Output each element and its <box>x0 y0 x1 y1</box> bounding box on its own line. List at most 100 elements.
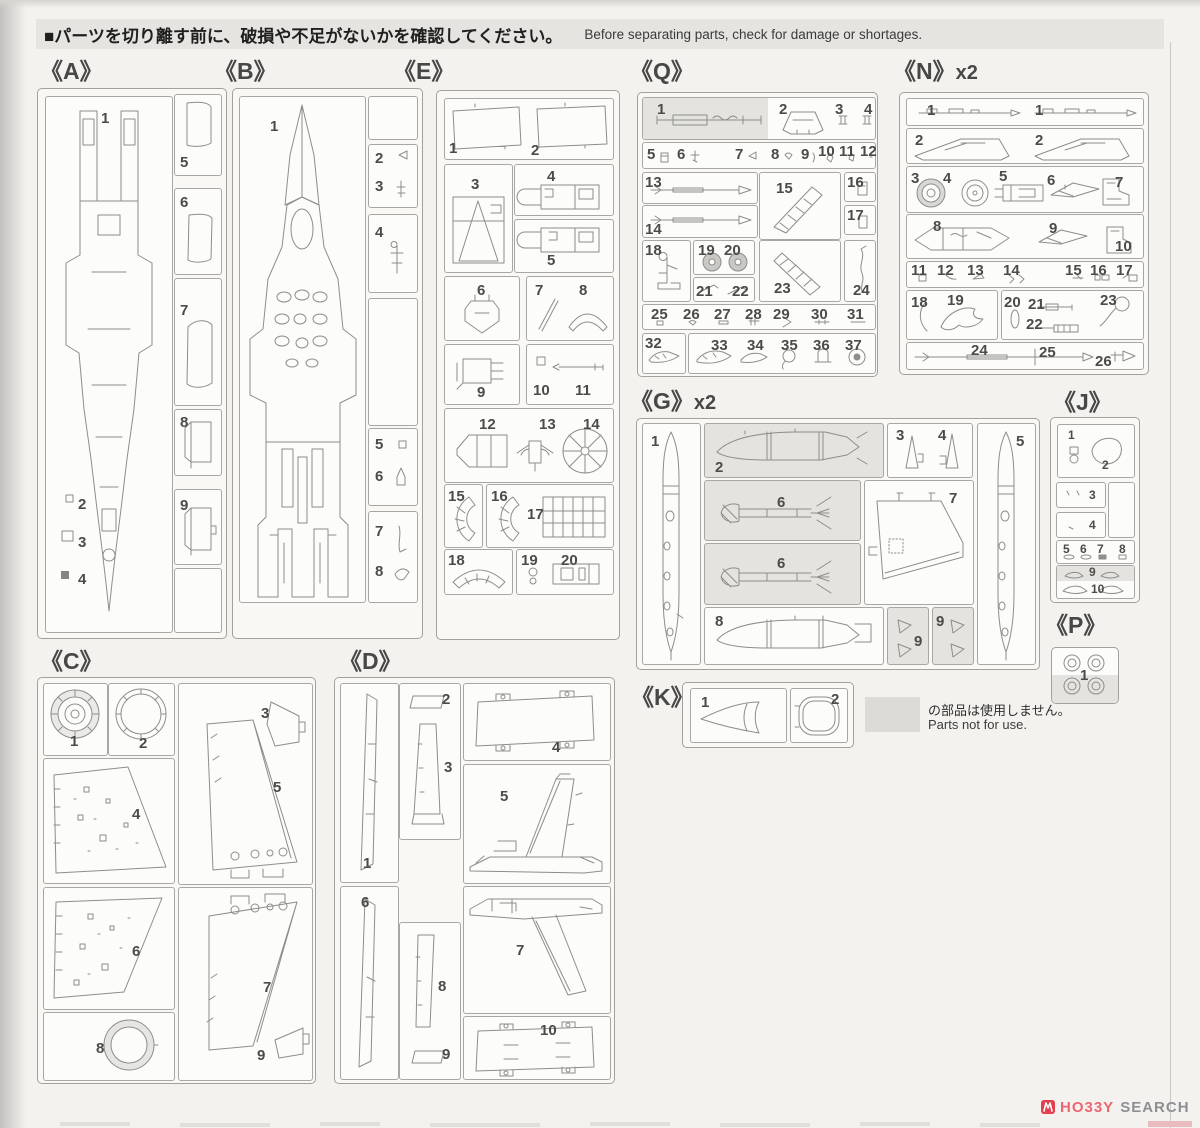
small-parts-sketch <box>918 273 1138 284</box>
part-number: 15 <box>1065 262 1082 279</box>
part-number: 7 <box>1115 174 1124 191</box>
part-number: 2 <box>1102 458 1109 472</box>
section-label-j: 《J》 <box>1053 389 1112 415</box>
part-number: 9 <box>1049 220 1058 237</box>
part-cell-q14: 14 <box>642 205 758 238</box>
part-cell-n1-n1: 1 1 <box>906 98 1144 126</box>
part-number: 8 <box>180 414 189 431</box>
sprue-box-e: 1 2 3 4 5 6 7 8 9 10 11 12 13 <box>436 90 620 640</box>
panel-sketch <box>187 213 213 263</box>
part-number: 9 <box>936 613 945 630</box>
part-cell-a7: 7 <box>174 278 222 406</box>
nozzle-fan-sketch <box>456 428 608 474</box>
part-cell-n3-n7: 3 4 5 6 7 <box>906 166 1144 213</box>
section-label-q: 《Q》 <box>630 58 694 84</box>
part-number: 4 <box>943 170 952 187</box>
scan-artifact <box>60 1122 130 1126</box>
part-cell-g2-unused: 2 <box>704 423 884 478</box>
part-number: 4 <box>938 427 947 444</box>
part-number: 22 <box>732 283 749 300</box>
small-parts-sketch <box>396 440 407 486</box>
part-cell-g9-unused: 9 <box>887 607 929 665</box>
part-cell-j9-j10: 9 10 <box>1056 565 1135 599</box>
part-number: 9 <box>914 633 923 650</box>
nose-cone-sketch <box>700 701 760 734</box>
part-number: 2 <box>139 735 148 752</box>
part-number: 7 <box>735 146 744 163</box>
part-number: 14 <box>1003 262 1020 279</box>
ring-sketch <box>103 1019 159 1071</box>
slat-sketch <box>358 898 376 1068</box>
part-number: 20 <box>724 242 741 259</box>
part-cell-k2: 2 <box>790 688 848 743</box>
part-number: 8 <box>933 218 942 235</box>
part-number: 9 <box>257 1047 266 1064</box>
part-number: 1 <box>1035 102 1044 119</box>
section-label-a: 《A》 <box>40 58 103 84</box>
part-cell-e5: 5 <box>514 219 614 273</box>
part-number: 1 <box>701 694 710 711</box>
sprue-box-a: 1 2 3 4 5 6 7 8 9 <box>37 88 227 639</box>
canopy-sketch <box>538 298 608 332</box>
canopy-sketch <box>794 696 840 736</box>
part-cell-e1-e2: 1 2 <box>444 98 614 160</box>
unused-shade-swatch <box>865 697 920 732</box>
part-number: 4 <box>132 806 141 823</box>
part-cell-e19-e20: 19 20 <box>516 549 614 595</box>
missile-sketch <box>650 185 752 195</box>
part-number: 7 <box>263 979 272 996</box>
part-number: 3 <box>444 759 453 776</box>
sprue-box-b: 1 2 3 4 5 6 7 8 <box>232 88 423 639</box>
small-parts-sketch <box>1062 571 1124 594</box>
part-number: 8 <box>579 282 588 299</box>
part-cell-e7-e8: 7 8 <box>526 276 614 341</box>
pylon-sketch <box>914 226 1132 254</box>
part-number: 12 <box>860 143 877 160</box>
fins-sketch <box>897 619 912 658</box>
part-number: 7 <box>375 523 384 540</box>
part-number: 7 <box>949 490 958 507</box>
part-cell-a1: 1 2 3 4 <box>45 96 173 633</box>
part-number: 9 <box>180 497 189 514</box>
hobby-search-flame-icon <box>1041 1100 1055 1114</box>
part-number: 5 <box>1016 433 1025 450</box>
part-cell-q1-q4: 1 2 3 4 <box>642 97 876 140</box>
part-cell-a6: 6 <box>174 188 222 275</box>
part-cell-c2: 2 <box>108 683 175 756</box>
part-number: 6 <box>375 468 384 485</box>
part-number: 3 <box>1089 488 1096 502</box>
part-number: 8 <box>1119 542 1126 556</box>
part-number: 11 <box>575 382 591 399</box>
part-number: 6 <box>677 146 686 163</box>
part-number: 4 <box>864 101 873 118</box>
part-number: 3 <box>835 101 844 118</box>
part-cell-d8-d9: 8 9 <box>399 922 461 1080</box>
crescent-sketch <box>454 496 476 542</box>
unused-shade <box>643 98 768 139</box>
part-number: 7 <box>1097 542 1104 556</box>
part-number: 1 <box>363 855 372 872</box>
missile-sketch <box>650 215 752 225</box>
part-cell-q15: 15 <box>759 172 841 240</box>
part-number: 9 <box>477 384 486 401</box>
cover-sketch <box>464 294 500 334</box>
small-parts-sketch <box>1063 554 1127 560</box>
part-number: 37 <box>845 337 862 354</box>
part-cell-a8: 8 <box>174 409 222 476</box>
part-cell-b5-b6: 5 6 <box>368 428 418 506</box>
part-cell-c1: 1 <box>43 683 108 756</box>
part-number: 30 <box>811 306 828 323</box>
part-number: 35 <box>781 337 798 354</box>
part-number: 11 <box>911 262 927 279</box>
part-cell-q18: 18 <box>642 240 691 302</box>
part-number: 4 <box>78 571 87 588</box>
part-cell-n18-n19: 18 19 <box>906 290 998 340</box>
part-number: 6 <box>361 894 370 911</box>
part-number: 16 <box>847 174 864 191</box>
panel-sketch <box>186 320 213 388</box>
small-parts-sketch <box>656 316 866 328</box>
part-number: 3 <box>375 178 384 195</box>
part-number: 34 <box>747 337 764 354</box>
part-cell-q25-q31: 25 26 27 28 29 30 31 <box>642 304 876 330</box>
